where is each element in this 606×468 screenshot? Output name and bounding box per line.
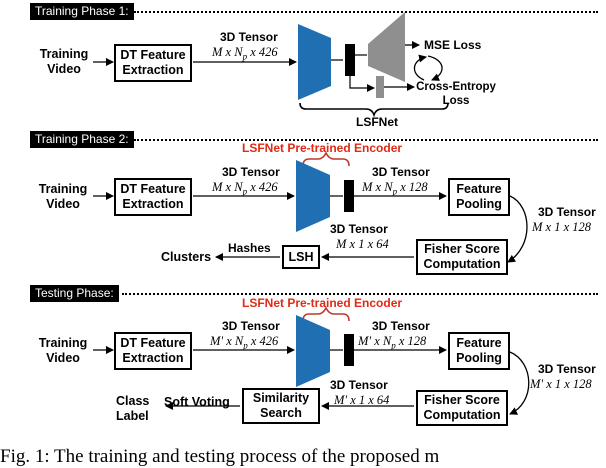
- dt-feature-box-2: DT Feature Extraction: [114, 178, 192, 216]
- tensor2-dims-3: M' x Np x 128: [358, 334, 427, 351]
- tensor4-dims-3: M' x 1 x 64: [334, 393, 390, 407]
- hashes-label: Hashes: [228, 241, 271, 255]
- latent-block-3: [344, 334, 354, 366]
- dt-feature-box-1: DT Feature Extraction: [114, 44, 192, 82]
- cycle-arrow-right: [427, 55, 443, 81]
- tensor-title-1: 3D Tensor: [220, 30, 278, 44]
- feature-pooling-box-2: Feature Pooling: [448, 178, 510, 216]
- tensor2-title-2: 3D Tensor: [372, 165, 430, 179]
- arrow-pooling-to-fisher-2: [507, 195, 528, 263]
- tensor-dims-1: M x Np x 426: [212, 45, 278, 62]
- tensor1-title-2: 3D Tensor: [222, 165, 280, 179]
- encoder-shape-3: [296, 315, 330, 387]
- phase-divider-2: [134, 139, 598, 141]
- arrow-pooling-to-fisher-3: [509, 351, 530, 415]
- lsfnet-label: LSFNet: [356, 115, 398, 129]
- dt-feature-box-3: DT Feature Extraction: [114, 332, 192, 370]
- encoder-shape-2: [296, 160, 330, 232]
- tensor2-title-3: 3D Tensor: [372, 319, 430, 333]
- phase-label-training-1: Training Phase 1:: [30, 3, 134, 20]
- cross-entropy-loss-label: Cross-Entropy Loss: [416, 81, 496, 107]
- clusters-label: Clusters: [161, 250, 212, 264]
- cycle-arrow-left: [413, 54, 427, 81]
- tensor4-dims-2: M x 1 x 64: [336, 237, 389, 251]
- decoder-shape-1: [368, 12, 405, 82]
- tensor3-title-3: 3D Tensor: [538, 362, 596, 376]
- lsh-box: LSH: [282, 245, 320, 269]
- encoder-label-2: LSFNet Pre-trained Encoder: [242, 141, 403, 155]
- input-label-3: Training Video: [38, 336, 88, 365]
- phase-divider-1: [134, 11, 598, 13]
- latent-block-1: [345, 44, 355, 76]
- mse-loss-label: MSE Loss: [424, 38, 482, 52]
- soft-voting-label: Soft Voting: [164, 395, 230, 409]
- tensor1-dims-3: M' x Np x 426: [210, 334, 279, 351]
- tensor3-title-2: 3D Tensor: [538, 205, 596, 219]
- input-label-2: Training Video: [38, 182, 88, 211]
- arrow-latent-to-classifier: [349, 76, 375, 92]
- encoder-brace-2: [302, 151, 350, 167]
- feature-pooling-box-3: Feature Pooling: [448, 332, 510, 370]
- encoder-brace-3: [302, 306, 350, 322]
- phase-label-training-2: Training Phase 2:: [30, 131, 134, 148]
- tensor1-title-3: 3D Tensor: [222, 319, 280, 333]
- tensor3-dims-3: M' x 1 x 128: [530, 377, 592, 391]
- tensor1-dims-2: M x Np x 426: [212, 180, 278, 197]
- tensor3-dims-2: M x 1 x 128: [532, 220, 592, 234]
- phase-divider-3: [122, 293, 598, 295]
- fisher-score-box-2: Fisher Score Computation: [416, 239, 508, 275]
- lsfnet-brace: [299, 102, 449, 118]
- phase-label-testing: Testing Phase:: [30, 285, 119, 302]
- latent-block-2: [344, 180, 354, 212]
- input-label-1: Training Video: [39, 47, 89, 76]
- tensor4-title-3: 3D Tensor: [330, 378, 388, 392]
- fisher-score-box-3: Fisher Score Computation: [416, 390, 508, 426]
- class-label-output: Class Label: [116, 394, 150, 423]
- tensor2-dims-2: M x Np x 128: [362, 180, 428, 197]
- classifier-block: [376, 76, 384, 98]
- encoder-label-3: LSFNet Pre-trained Encoder: [242, 296, 403, 310]
- tensor4-title-2: 3D Tensor: [330, 222, 388, 236]
- encoder-shape-1: [298, 24, 331, 100]
- similarity-search-box: Similarity Search: [242, 388, 320, 424]
- figure-caption: Fig. 1: The training and testing process…: [0, 446, 440, 467]
